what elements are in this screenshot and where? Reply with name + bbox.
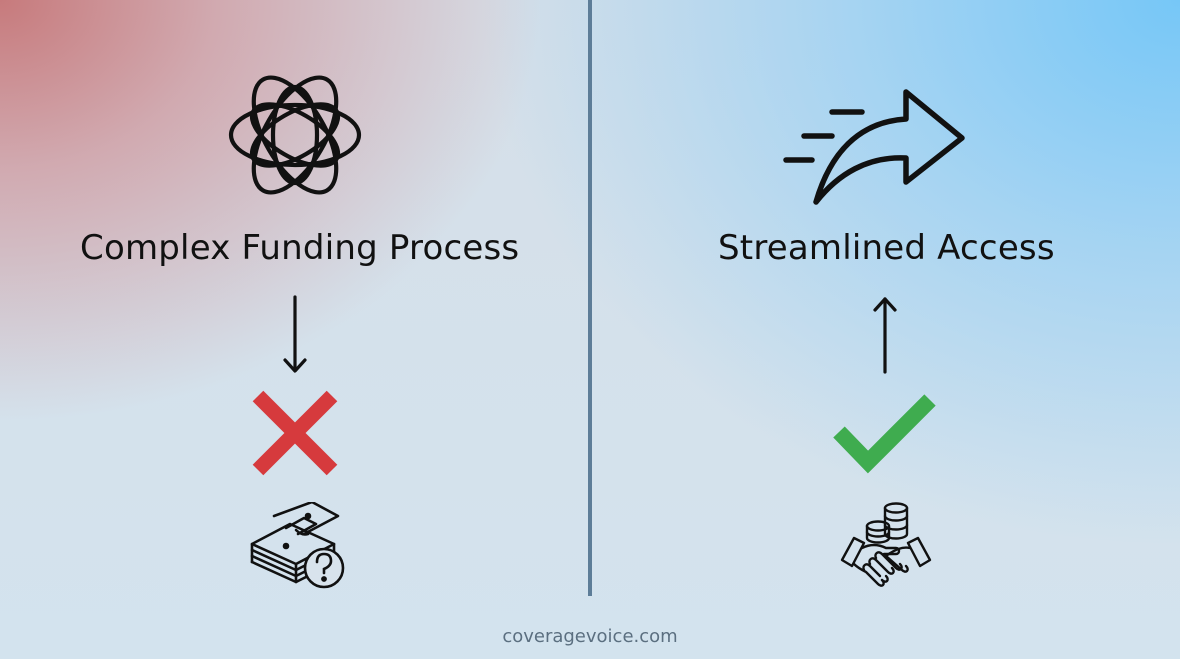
tangled-knot-icon	[228, 75, 362, 195]
green-check-icon	[833, 394, 936, 474]
right-title: Streamlined Access	[718, 228, 1055, 268]
panel-divider	[588, 0, 592, 596]
fast-forward-arrow-icon	[783, 89, 965, 205]
source-footer: coveragevoice.com	[502, 626, 678, 647]
arrow-down-icon	[283, 295, 307, 373]
money-stack-question-icon	[250, 502, 345, 589]
red-x-icon	[252, 390, 338, 476]
left-title: Complex Funding Process	[80, 228, 520, 268]
handshake-coins-icon	[840, 502, 932, 587]
arrow-up-icon	[873, 297, 897, 374]
